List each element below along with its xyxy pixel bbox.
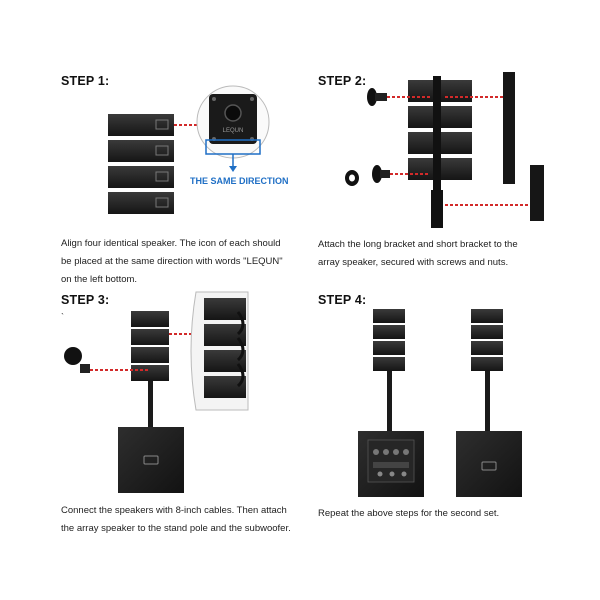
- step-4-line-1: Repeat the above steps for the second se…: [318, 508, 500, 519]
- step-3-stand-pole: [148, 381, 153, 429]
- long-bracket-icon: [503, 72, 515, 184]
- step-4-set-2: [456, 309, 522, 497]
- step-1-speaker-3: [108, 166, 174, 188]
- step-1-speaker-1: [108, 114, 174, 136]
- step-1-blue-arrowhead: [229, 166, 237, 172]
- step-1-zoom-circle: LEQUN: [196, 85, 270, 159]
- same-direction-callout: THE SAME DIRECTION: [190, 176, 289, 186]
- knob-screw-icon: [64, 347, 90, 373]
- step-2-screw-top-icon: [367, 88, 387, 106]
- nut-icon: [345, 170, 359, 186]
- step-1-line-1: Align four identical speaker. The icon o…: [61, 238, 281, 249]
- step-2-screw-bottom-icon: [372, 165, 390, 183]
- powered-subwoofer-rear-panel: [358, 431, 424, 497]
- step-2-line-1: Attach the long bracket and short bracke…: [318, 239, 518, 250]
- step-1-speaker-2: [108, 140, 174, 162]
- step-1-speaker-4: [108, 192, 174, 214]
- step-3-title: STEP 3:: [61, 293, 110, 307]
- step-4-set-1: [358, 309, 424, 497]
- passive-subwoofer: [456, 431, 522, 497]
- step-3-cable-zoom-detail: [190, 291, 249, 411]
- short-bracket-icon: [530, 165, 544, 221]
- step-4-title: STEP 4:: [318, 293, 367, 307]
- step-2-caption: Attach the long bracket and short bracke…: [318, 236, 578, 272]
- step-3-line-1: Connect the speakers with 8-inch cables.…: [61, 505, 287, 516]
- step-1-speaker-stack: [108, 114, 174, 214]
- lequn-logo-text: LEQUN: [223, 128, 244, 134]
- step-1-caption: Align four identical speaker. The icon o…: [61, 235, 311, 289]
- step-1-line-2: be placed at the same direction with wor…: [61, 256, 283, 267]
- step-1-line-3: on the left bottom.: [61, 274, 138, 285]
- step-3-caption: Connect the speakers with 8-inch cables.…: [61, 502, 321, 538]
- svg-text:`: `: [61, 312, 64, 322]
- step-2-title: STEP 2:: [318, 74, 367, 88]
- step-3-subwoofer: [118, 427, 184, 493]
- step-1-title: STEP 1:: [61, 74, 110, 88]
- step-3-line-2: the array speaker to the stand pole and …: [61, 523, 291, 534]
- step-2-line-2: array speaker, secured with screws and n…: [318, 257, 509, 268]
- step-4-caption: Repeat the above steps for the second se…: [318, 505, 578, 523]
